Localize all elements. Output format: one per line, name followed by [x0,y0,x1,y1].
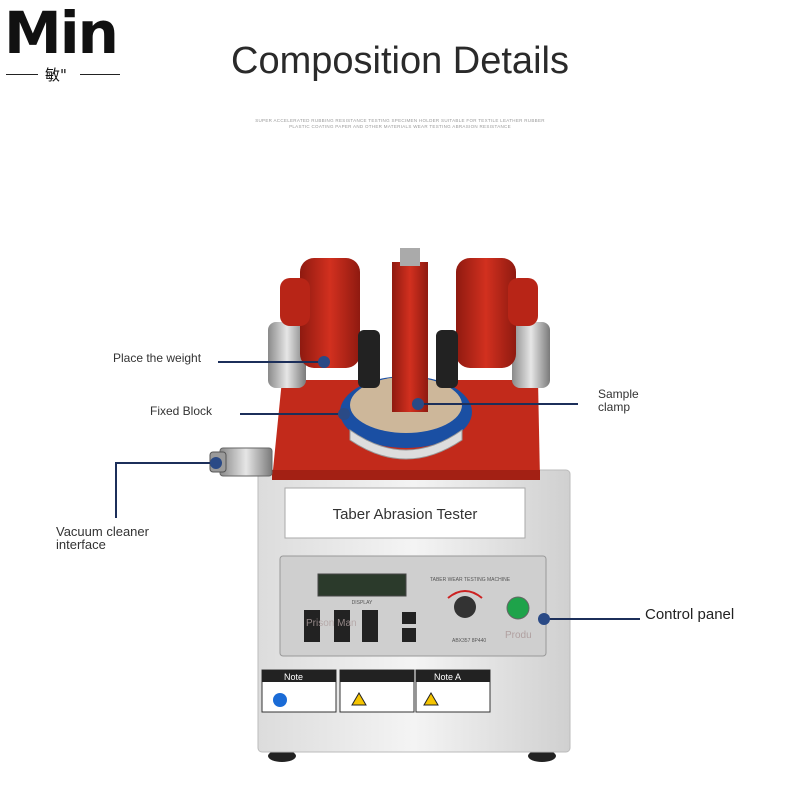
panel-button-1[interactable] [304,610,320,642]
callout-dot-block [338,408,350,420]
watermark-text: Prison Man [306,618,357,629]
center-arm [392,262,428,412]
logo-subtext: 敏" [45,66,67,84]
logo-line-right [80,74,120,75]
logo-text: Min [4,0,119,67]
note-1-label: Note [284,672,303,682]
label-vacuum-interface: Vacuum cleaner interface [56,524,149,552]
callout-line-vacuum [115,462,216,518]
brand-logo: Min 敏" [0,0,130,90]
vacuum-nozzle [219,447,273,477]
arm-right-end [508,278,538,326]
panel-button-3[interactable] [362,610,378,642]
display-label: DISPLAY [352,600,373,606]
arm-left-end [280,278,310,326]
nameplate-text: Taber Abrasion Tester [333,506,478,523]
panel-indicator-2 [402,628,416,642]
display-screen [317,573,407,597]
callout-dot-panel [538,613,550,625]
red-top-edge [272,470,540,480]
wheel-right [436,330,458,388]
panel-button-2[interactable] [334,610,350,642]
label-place-weight: Place the weight [113,351,202,365]
note-sticker-1-header [262,670,336,682]
note-3-warning-icon [423,692,439,706]
logo-line-left [6,74,38,75]
weight-left [268,322,306,388]
note-sticker-3-header [416,670,490,682]
note-sticker-2-header [340,670,414,682]
note-2-warning-icon [351,692,367,706]
note-1-icon [273,693,287,707]
callout-lines [115,361,640,620]
green-start-button[interactable] [506,596,530,620]
fine-print-description: SUPER ACCELERATED RUBBING RESISTANCE TES… [255,118,545,129]
label-fixed-block: Fixed Block [150,404,213,418]
green-button-label: Produ [505,630,532,641]
foot-left [268,750,296,762]
page-title: Composition Details [231,40,569,82]
label-sample-clamp: Sample clamp [598,387,639,414]
callout-dot-vacuum [210,457,222,469]
panel-indicator-1 [402,612,416,624]
model-text: ABX357 8P440 [452,638,486,644]
wheel-left [358,330,380,388]
panel-header: TABER WEAR TESTING MACHINE [430,577,511,583]
arm-left [300,258,360,368]
gear-ring [349,429,463,460]
weight-right [512,322,550,388]
center-arm-top [400,248,420,266]
foot-right [528,750,556,762]
note-3-label: Note A [434,672,461,682]
callout-dots [210,356,550,625]
callout-dot-clamp [412,398,424,410]
callout-dot-weight [318,356,330,368]
nameplate [284,487,526,539]
label-control-panel: Control panel [645,606,735,623]
knob-dial-arc [447,590,483,599]
speed-knob[interactable] [454,596,476,618]
arm-right [456,258,516,368]
